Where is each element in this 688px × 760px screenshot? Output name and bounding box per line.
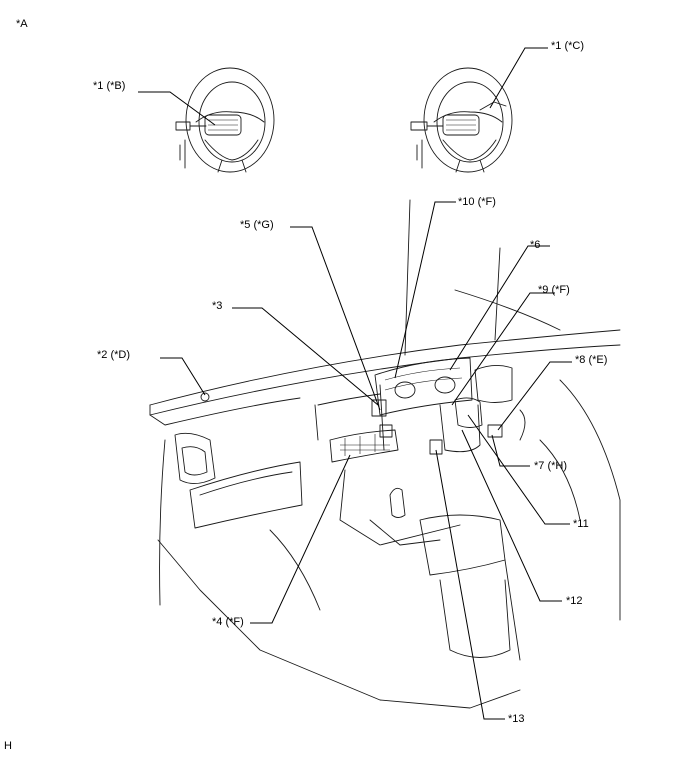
callout-10: *10 (*F) <box>458 196 496 208</box>
callout-11: *11 <box>573 518 589 530</box>
steering-wheel-left <box>175 67 275 173</box>
figure-code: H <box>4 740 12 752</box>
steering-wheel-right <box>410 67 513 173</box>
callout-13: *13 <box>508 713 525 725</box>
leader-lines <box>138 47 572 720</box>
callout-2: *2 (*D) <box>97 349 130 361</box>
center-panel <box>329 429 399 463</box>
callout-12: *12 <box>566 595 583 607</box>
instrument-cluster <box>374 357 473 416</box>
view-label: *A <box>16 18 28 30</box>
callout-5: *5 (*G) <box>240 219 274 231</box>
callout-8: *8 (*E) <box>575 354 607 366</box>
callout-1b: *1 (*B) <box>93 80 125 92</box>
callout-7: *7 (*H) <box>534 460 567 472</box>
callout-6: *6 <box>530 239 540 251</box>
callout-3: *3 <box>212 300 222 312</box>
dashboard-drawing <box>149 199 621 709</box>
callout-9: *9 (*F) <box>538 284 570 296</box>
callout-4: *4 (*F) <box>212 616 244 628</box>
callout-1c: *1 (*C) <box>551 40 584 52</box>
